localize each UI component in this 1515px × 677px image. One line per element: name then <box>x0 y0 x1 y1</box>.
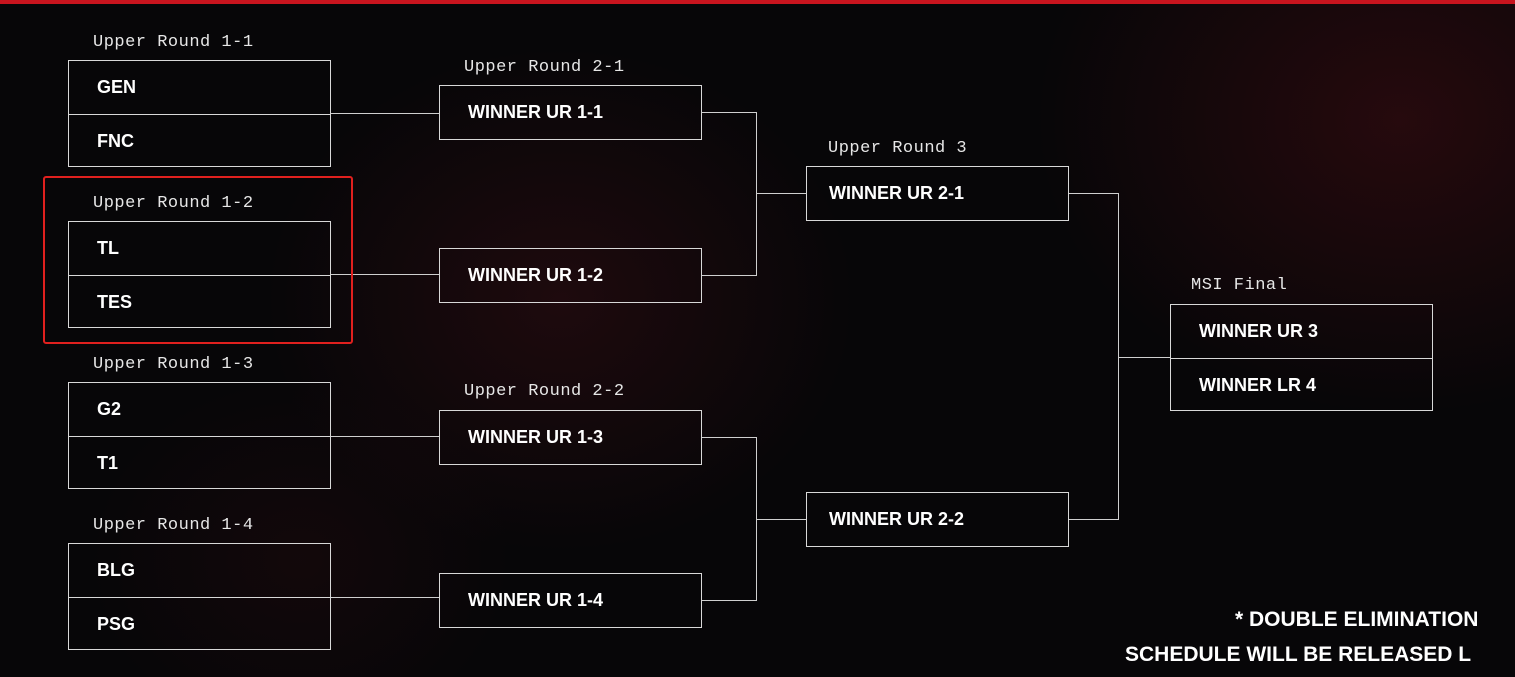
label-msi-final: MSI Final <box>1191 276 1288 295</box>
match-upper-round-3-b[interactable]: WINNER UR 2-2 <box>806 492 1069 547</box>
connector-line <box>1118 193 1119 520</box>
match-upper-round-2-1[interactable]: WINNER UR 1-1 <box>439 85 702 140</box>
team-slot[interactable]: G2 <box>97 399 122 419</box>
connector-line <box>331 274 439 275</box>
match-upper-round-2-2[interactable]: WINNER UR 1-3 <box>439 410 702 465</box>
match-msi-final[interactable]: WINNER UR 3 WINNER LR 4 <box>1170 304 1433 411</box>
highlight-box <box>43 176 353 344</box>
connector-line <box>331 597 439 598</box>
label-upper-round-2-2: Upper Round 2-2 <box>464 382 625 401</box>
winner-slot[interactable]: WINNER UR 1-2 <box>468 265 604 285</box>
connector-line <box>702 437 756 438</box>
label-upper-round-1-4: Upper Round 1-4 <box>93 516 254 535</box>
winner-slot[interactable]: WINNER UR 1-3 <box>468 427 604 447</box>
winner-slot[interactable]: WINNER UR 1-4 <box>468 590 604 610</box>
connector-line <box>756 519 806 520</box>
match-upper-round-1-4[interactable]: BLG PSG <box>68 543 331 650</box>
label-upper-round-1-2: Upper Round 1-2 <box>93 194 254 213</box>
connector-line <box>702 600 756 601</box>
match-upper-round-1-2[interactable]: TL TES <box>68 221 331 328</box>
team-slot[interactable]: FNC <box>69 114 330 167</box>
label-upper-round-1-3: Upper Round 1-3 <box>93 355 254 374</box>
team-slot[interactable]: PSG <box>69 597 330 650</box>
winner-slot[interactable]: WINNER UR 2-1 <box>829 183 965 203</box>
connector-line <box>331 113 439 114</box>
connector-line <box>756 112 757 276</box>
connector-line <box>756 193 806 194</box>
match-upper-round-1-1[interactable]: GEN FNC <box>68 60 331 167</box>
winner-slot[interactable]: WINNER UR 2-2 <box>829 509 965 529</box>
match-upper-round-1-3[interactable]: G2 T1 <box>68 382 331 489</box>
label-upper-round-2-1: Upper Round 2-1 <box>464 58 625 77</box>
match-upper-round-2-2-b[interactable]: WINNER UR 1-4 <box>439 573 702 628</box>
team-slot[interactable]: TL <box>97 238 119 258</box>
connector-line <box>331 436 439 437</box>
team-slot[interactable]: T1 <box>69 436 330 489</box>
final-slot[interactable]: WINNER UR 3 <box>1199 321 1319 341</box>
team-slot[interactable]: GEN <box>97 77 137 97</box>
match-upper-round-2-1-b[interactable]: WINNER UR 1-2 <box>439 248 702 303</box>
label-upper-round-3: Upper Round 3 <box>828 139 968 158</box>
connector-line <box>1069 519 1118 520</box>
top-accent-bar <box>0 0 1515 4</box>
connector-line <box>702 112 756 113</box>
final-slot[interactable]: WINNER LR 4 <box>1171 358 1432 411</box>
label-upper-round-1-1: Upper Round 1-1 <box>93 33 254 52</box>
team-slot[interactable]: TES <box>69 275 330 328</box>
team-slot[interactable]: BLG <box>97 560 135 580</box>
connector-line <box>702 275 756 276</box>
winner-slot[interactable]: WINNER UR 1-1 <box>468 102 604 122</box>
connector-line <box>1118 357 1170 358</box>
footnote-double-elimination: * DOUBLE ELIMINATION <box>1235 608 1479 631</box>
connector-line <box>1069 193 1118 194</box>
match-upper-round-3-a[interactable]: WINNER UR 2-1 <box>806 166 1069 221</box>
footnote-schedule: SCHEDULE WILL BE RELEASED L <box>1125 643 1472 666</box>
